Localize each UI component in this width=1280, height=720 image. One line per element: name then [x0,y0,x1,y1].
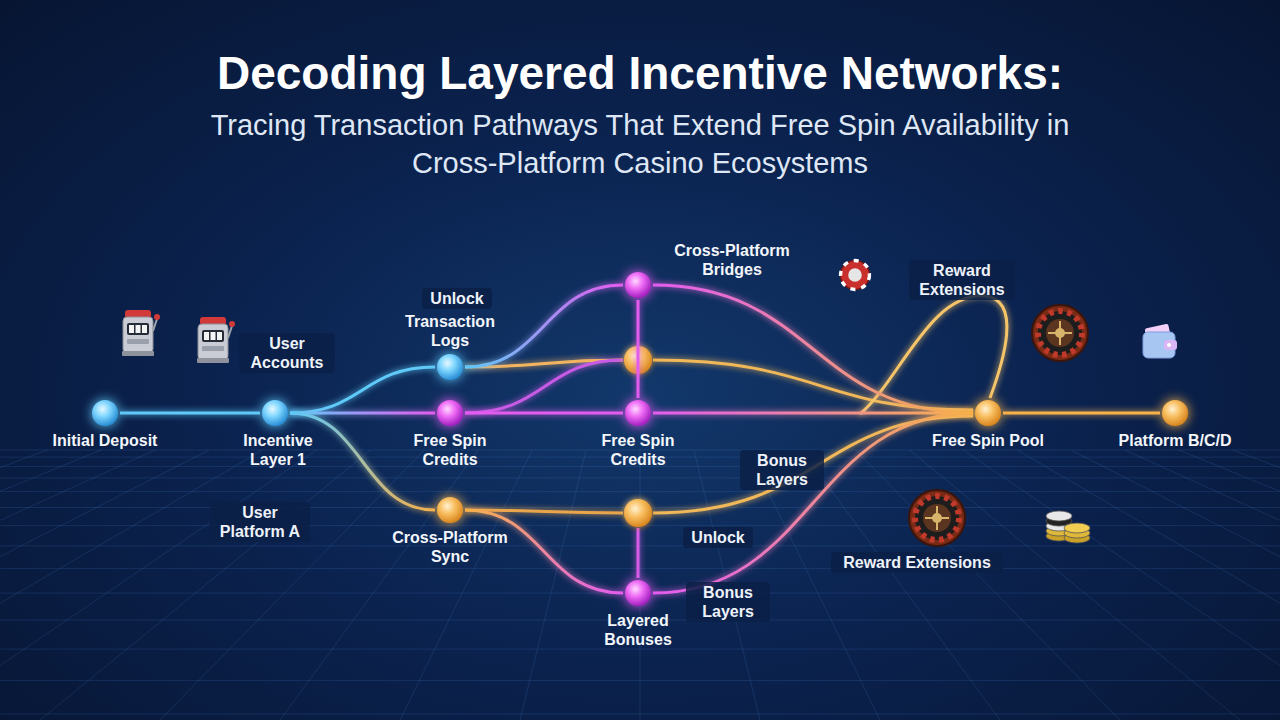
node-label: Free Spin Credits [400,431,500,469]
flow-connector [1003,412,1160,415]
grid-line [40,450,371,720]
flow-connector [290,367,435,413]
flow-connector [465,510,623,593]
node-label: Platform B/C/D [1100,431,1250,450]
node-circle-shape [260,398,290,428]
flow-curve [653,360,973,410]
node-circle [625,272,651,298]
flow-connector [637,300,640,398]
subtitle: Tracing Transaction Pathways That Extend… [200,106,1080,182]
grid-line [520,450,586,720]
node-circle [92,400,118,426]
grid-line [1179,450,1280,720]
node-circle-shape [435,495,465,525]
flow-node: Cross-Platform Bridges [623,270,653,300]
roulette-icon [909,490,965,546]
wallet-icon [1143,324,1177,358]
flow-curves [465,296,1007,578]
chips-icon [1046,511,1090,543]
roulette-icon [1032,305,1088,361]
flow-node: Cross-Platform Sync [435,495,465,525]
grid-line [0,450,101,720]
flow-connector [290,413,435,510]
node-label: Incentive Layer 1 [233,431,323,469]
annotation-label: User Accounts [239,333,335,373]
grid-line [1071,450,1280,720]
flow-node: Free Spin Credits [435,398,465,428]
annotation-label: Bonus Layers [686,582,770,622]
grid-line [963,450,1280,720]
grid-line [1017,450,1280,720]
annotation-label: Bonus Layers [740,450,824,490]
node-label: Initial Deposit [35,431,175,450]
node-circle-shape [973,398,1003,428]
grid-line [0,450,155,720]
node-circle [437,354,463,380]
grid-line [909,450,1240,720]
title: Decoding Layered Incentive Networks: [0,46,1280,100]
flow-curve [637,528,640,578]
grid-line [802,450,1000,720]
grid-line [1233,450,1280,720]
flow-node: Layered Bonuses [623,578,653,608]
node-circle [625,580,651,606]
grid-line [400,450,532,720]
grid-line [160,450,424,720]
flow-node: Free Spin Pool [973,398,1003,428]
flow-node: Initial Deposit [90,398,120,428]
flow-connector [290,412,435,415]
annotation-label: User Platform A [210,502,310,542]
node-label: Free Spin Credits [588,431,688,469]
grid-line [0,450,317,720]
junction-dot [624,499,652,527]
slot-machine-icon [197,317,235,363]
grid [0,450,1280,720]
node-circle-shape [1160,398,1190,428]
flow-connector [465,412,623,415]
node-circle [1162,400,1188,426]
node-label: Free Spin Pool [913,431,1063,450]
node-label: Cross-Platform Bridges [662,241,802,279]
node-circle [975,400,1001,426]
node-circle [437,497,463,523]
annotation-label: Reward Extensions [909,260,1015,300]
node-circle [625,400,651,426]
node-circle [262,400,288,426]
flow-curve [465,360,623,413]
flow-connector [653,412,973,415]
grid-line [1125,450,1280,720]
flow-connector [120,412,260,415]
node-label: Transaction Logs [395,312,505,350]
node-label: Cross-Platform Sync [380,528,520,566]
annotation-label: Unlock [422,288,492,309]
annotation-label: Unlock [683,527,753,548]
poker-chip-icon [841,261,870,290]
flow-node: Transaction Logs [435,352,465,382]
node-circle-shape [90,398,120,428]
flow-connector [653,285,973,413]
grid-line [856,450,1120,720]
node-circle-shape [623,578,653,608]
grid-line [280,450,478,720]
flow-node: Incentive Layer 1 [260,398,290,428]
node-circle-shape [435,352,465,382]
flow-node: Free Spin Credits [623,398,653,428]
slot-machine-icon [122,310,160,356]
flow-node: Platform B/C/D [1160,398,1190,428]
node-circle [437,400,463,426]
node-circle-shape [623,270,653,300]
grid-line [0,450,263,720]
grid-line [0,450,47,720]
node-circle-shape [623,398,653,428]
node-circle-shape [435,398,465,428]
annotation-label: Reward Extensions [831,552,1003,573]
node-label: Layered Bonuses [588,611,688,649]
